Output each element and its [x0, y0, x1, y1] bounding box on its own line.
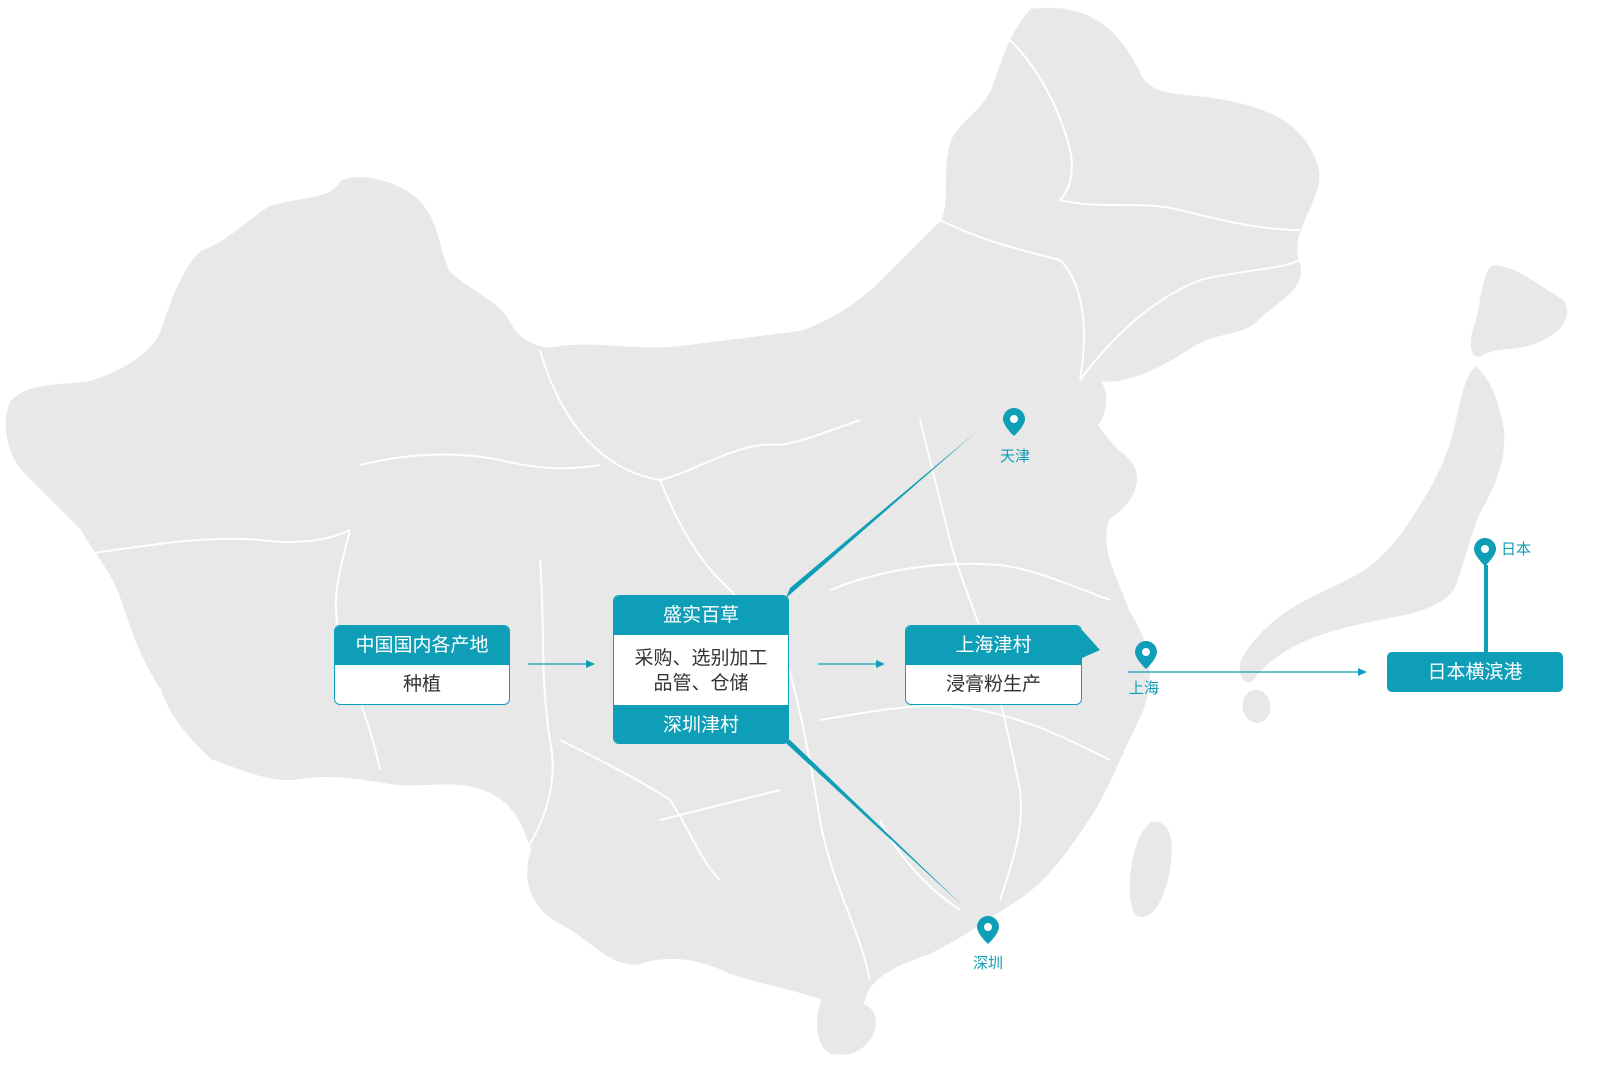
center-card-body: 采购、选别加工 品管、仓储: [614, 635, 788, 705]
china-map-shape: [3, 5, 1322, 1057]
shanghai-label: 上海: [1129, 679, 1160, 697]
center-card-line2: 品管、仓储: [653, 672, 749, 694]
center-card-title: 盛实百草: [614, 596, 788, 635]
tianjin-pin-icon: [1003, 408, 1025, 436]
korea-peninsula: [1073, 377, 1107, 433]
center-card-line1: 采购、选别加工: [634, 647, 768, 669]
origin-card-title: 中国国内各产地: [335, 626, 509, 665]
shanghai-card: 上海津村 浸膏粉生产: [905, 625, 1082, 705]
taiwan-island: [1129, 821, 1172, 918]
center-card-footer: 深圳津村: [614, 705, 788, 743]
hainan-island: [819, 1002, 876, 1055]
japan-label: 日本: [1501, 540, 1532, 558]
japan-pin-icon: [1474, 538, 1496, 566]
japan-map-shape: [1237, 263, 1570, 725]
origin-card: 中国国内各产地 种植: [334, 625, 510, 705]
shenzhen-beam: [776, 734, 963, 906]
arrows: [528, 660, 1367, 676]
shanghai-card-tail: [1082, 630, 1100, 658]
shanghai-card-title: 上海津村: [906, 626, 1081, 665]
center-card: 盛实百草 采购、选别加工 品管、仓储 深圳津村: [613, 595, 789, 744]
shanghai-pin-icon: [1135, 641, 1157, 669]
shanghai-card-body: 浸膏粉生产: [945, 673, 1041, 695]
shenzhen-label: 深圳: [973, 954, 1004, 972]
tianjin-label: 天津: [1000, 447, 1031, 465]
shenzhen-pin-icon: [977, 916, 999, 944]
tianjin-beam: [786, 432, 976, 598]
origin-card-body: 种植: [402, 673, 441, 695]
yokohama-card: 日本横滨港: [1387, 652, 1563, 692]
